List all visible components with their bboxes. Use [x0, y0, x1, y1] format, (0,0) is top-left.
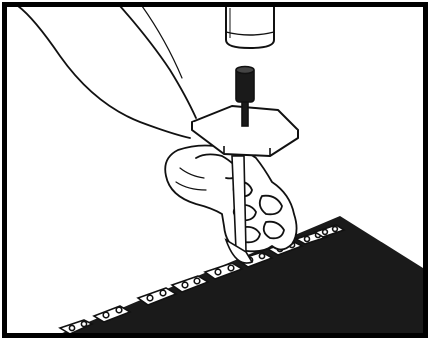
hammer-head	[226, 4, 274, 48]
